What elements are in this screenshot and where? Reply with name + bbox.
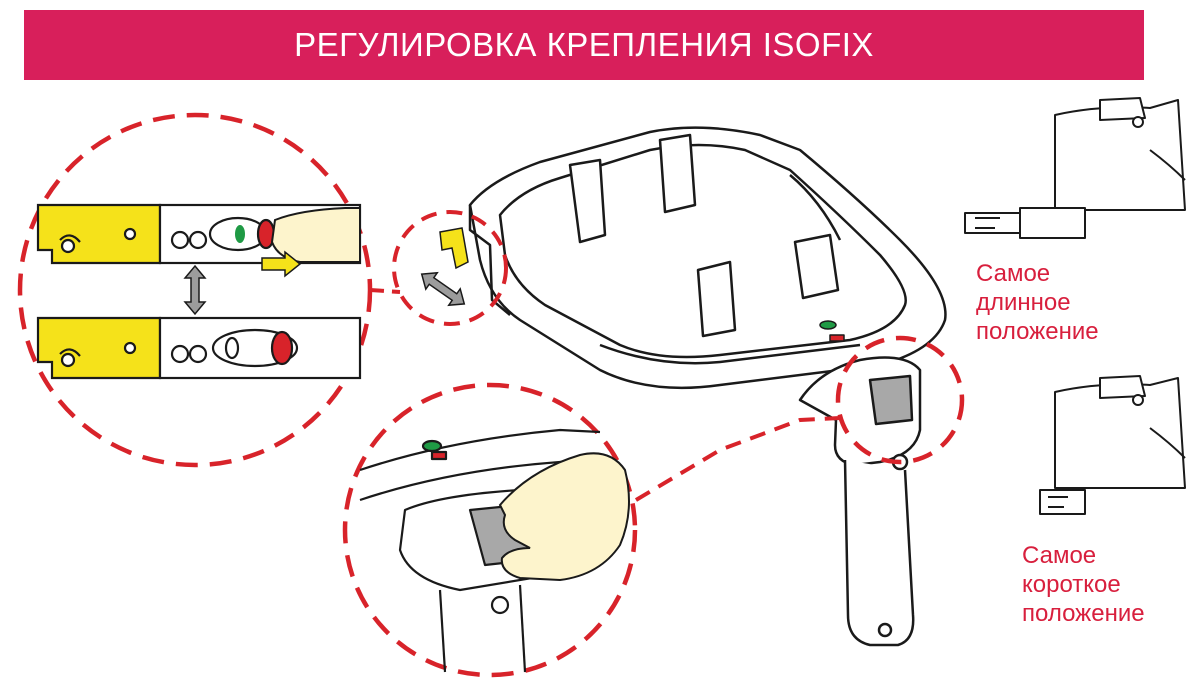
- isofix-base: [468, 126, 947, 647]
- page-title: РЕГУЛИРОВКА КРЕПЛЕНИЯ ISOFIX: [294, 26, 874, 63]
- double-arrow-icon: [183, 264, 207, 316]
- hand-icon: [498, 452, 630, 582]
- push-arrow-icon: [261, 250, 302, 278]
- seat-longest-position: [964, 97, 1186, 239]
- connector-tab: [439, 227, 469, 270]
- title-banner: РЕГУЛИРОВКА КРЕПЛЕНИЯ ISOFIX: [24, 10, 1144, 80]
- detail-circle-connector: [392, 210, 508, 326]
- caption-shortest-position: Самое короткое положение: [1022, 542, 1145, 627]
- caption-longest-position: Самое длинное положение: [976, 260, 1099, 345]
- detail-circle-leg: [835, 335, 965, 465]
- finger-icon: [270, 207, 361, 263]
- connector-retracted: [36, 316, 362, 380]
- seat-shortest-position: [1039, 375, 1186, 515]
- double-arrow-icon: [420, 271, 466, 307]
